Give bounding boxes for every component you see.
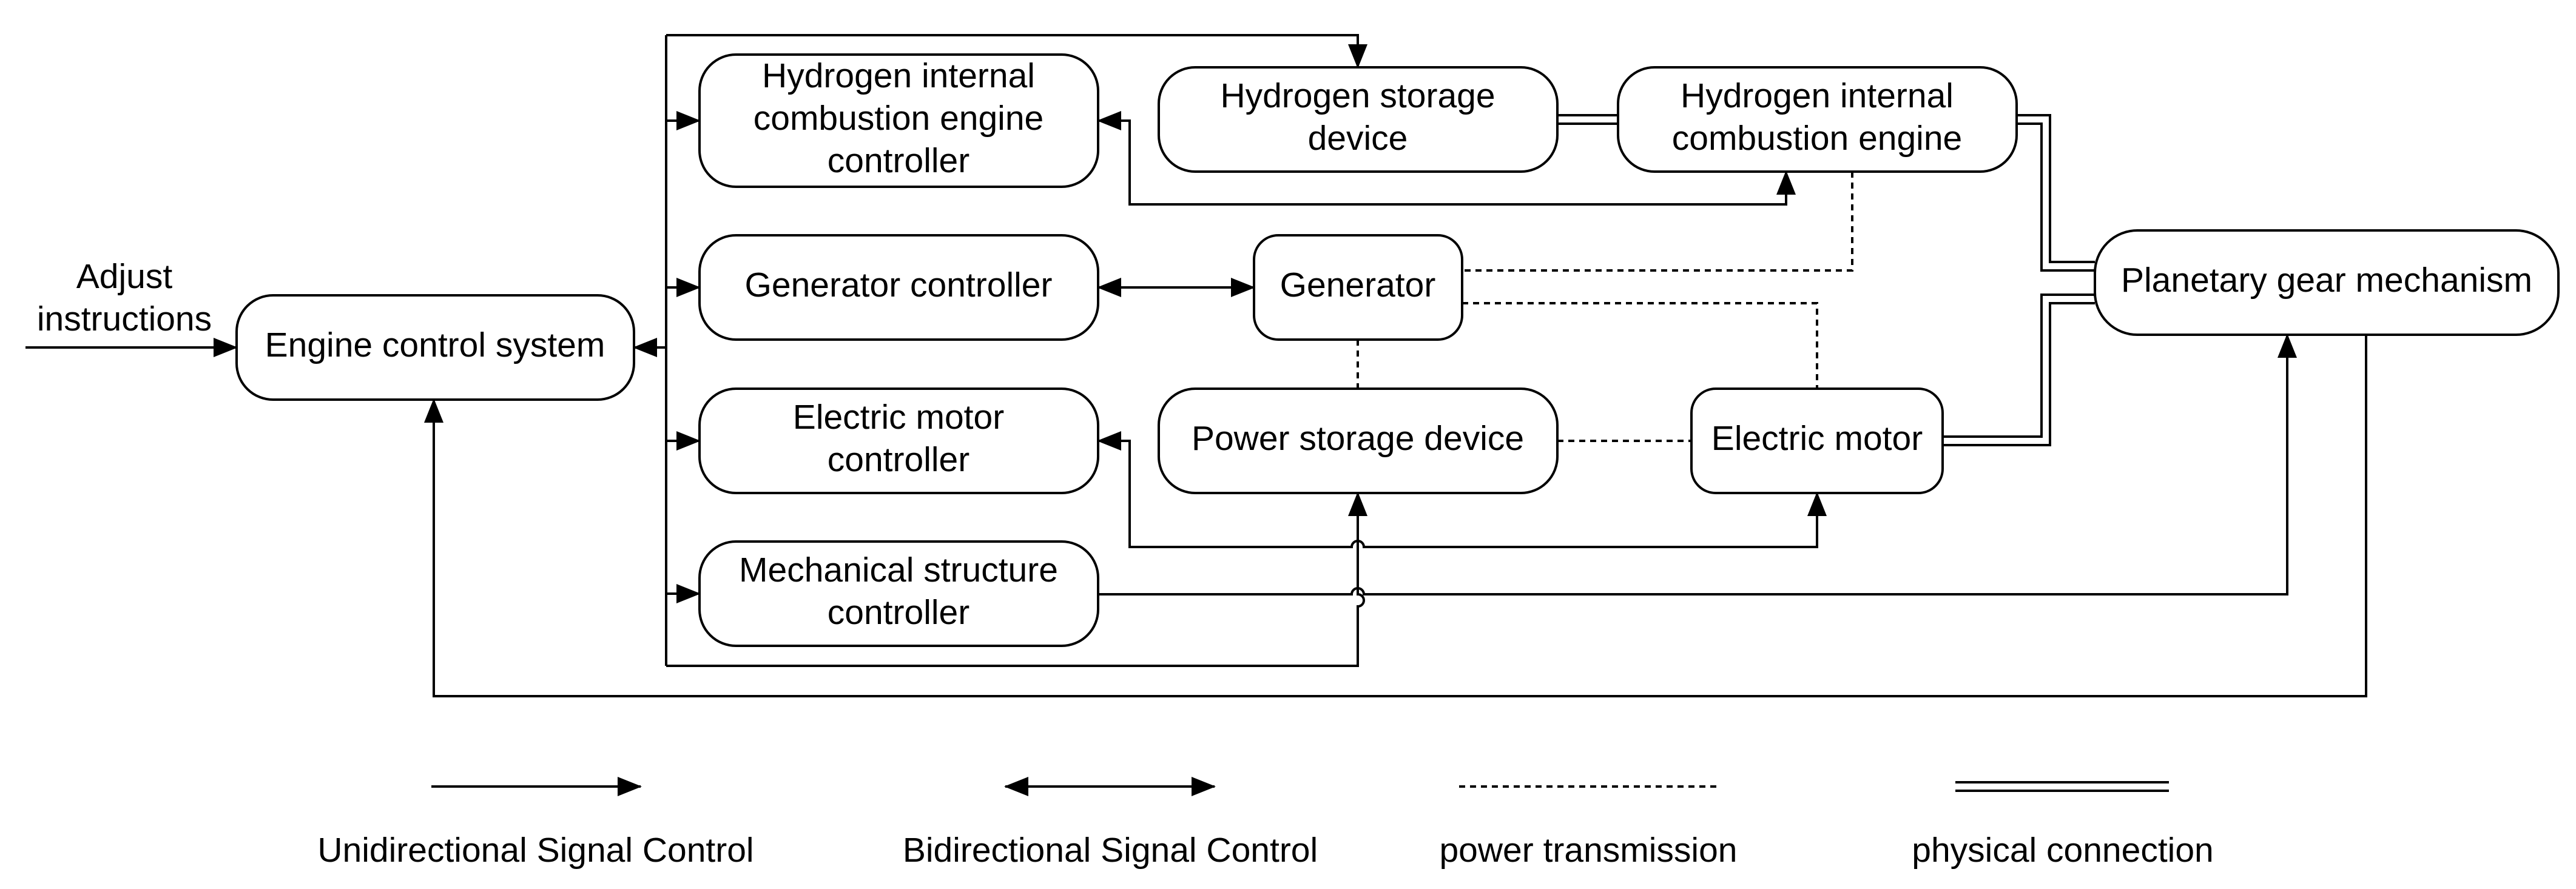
generator-to-motor-power	[1462, 302, 1818, 389]
node-generator: Generator	[1253, 234, 1463, 341]
mechanical-controller-signal	[1098, 334, 2297, 595]
ice-to-generator-power	[1462, 172, 1853, 272]
node-power-storage-device: Power storage device	[1158, 387, 1559, 494]
power-storage-device-label: Power storage device	[1192, 419, 1524, 458]
node-generator-controller: Generator controller	[698, 234, 1099, 341]
planetary-gear-feedback-line	[424, 335, 2367, 697]
generator-controller-label: Generator controller	[745, 266, 1053, 304]
legend-power-transmission-label: power transmission	[1439, 831, 1737, 870]
node-electric-motor: Electric motor	[1690, 387, 1944, 494]
node-planetary-gear-mechanism: Planetary gear mechanism	[2094, 229, 2560, 336]
electric-motor-label: Electric motor	[1711, 419, 1923, 458]
storage-ice-physical-connection	[1557, 114, 1618, 125]
legend-unidirectional-label: Unidirectional Signal Control	[317, 831, 754, 870]
ice-gear-physical-connection	[2017, 114, 2095, 272]
planetary-gear-mechanism-label: Planetary gear mechanism	[2121, 261, 2532, 300]
engine-control-system-label: Engine control system	[265, 326, 605, 364]
power-storage-to-bus-line	[666, 492, 1367, 667]
legend-physical-connection-label: physical connection	[1912, 831, 2213, 870]
motor-gear-physical-connection	[1943, 294, 2095, 446]
electric-motor-controller-signal	[1097, 431, 1827, 548]
legend-physical-connection-line	[1955, 781, 2169, 792]
node-engine-control-system: Engine control system	[235, 294, 635, 401]
generator-label: Generator	[1280, 266, 1436, 304]
hydrogen-ice-controller-signal	[1097, 111, 1796, 206]
bus-top-to-hydrogen-storage-arrow	[666, 34, 1367, 69]
legend-bidirectional-label: Bidirectional Signal Control	[903, 831, 1318, 870]
legend: Unidirectional Signal Control Bidirectio…	[317, 777, 2214, 870]
